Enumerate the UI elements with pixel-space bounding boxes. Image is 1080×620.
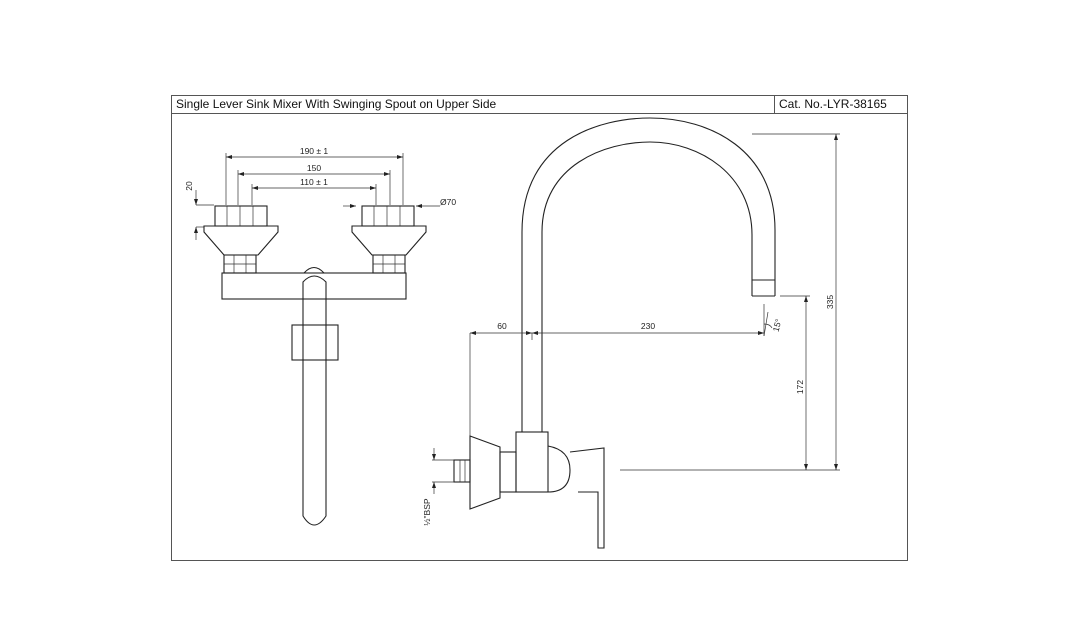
catalog-number: Cat. No.-LYR-38165 xyxy=(774,96,907,113)
dim-230-label: 230 xyxy=(641,321,655,331)
front-view: 190 ± 1 150 110 ± 1 20 xyxy=(184,146,456,526)
hex-nut xyxy=(499,451,517,493)
dim-20: 20 xyxy=(184,181,214,240)
lever-housing xyxy=(291,324,339,361)
dim-bsp: ½"BSP xyxy=(422,448,454,526)
dim-angle-label: 15° xyxy=(771,318,784,333)
valve-body xyxy=(515,431,549,493)
left-inlet-connector xyxy=(203,205,279,274)
dim-angle: 15° xyxy=(763,311,784,337)
bsp-inlet xyxy=(453,459,471,483)
dim-110: 110 ± 1 xyxy=(251,177,377,205)
side-lever xyxy=(569,447,605,549)
dim-172-label: 172 xyxy=(795,380,805,394)
side-view: 60 230 15° 335 xyxy=(422,117,840,549)
dim-190-label: 190 ± 1 xyxy=(300,146,329,156)
dim-bsp-label: ½"BSP xyxy=(422,498,432,525)
drawing-title: Single Lever Sink Mixer With Swinging Sp… xyxy=(176,97,497,111)
cartridge-cap xyxy=(547,445,571,493)
dim-190: 190 ± 1 xyxy=(225,146,404,205)
dim-150: 150 xyxy=(237,163,391,205)
dim-20-label: 20 xyxy=(184,181,194,191)
spout-outer-curve xyxy=(521,117,776,432)
spout-swivel xyxy=(303,266,325,274)
drawing-sheet: Single Lever Sink Mixer With Swinging Sp… xyxy=(171,95,908,561)
dim-150-label: 150 xyxy=(307,163,321,173)
dim-diameter: Ø70 xyxy=(343,197,456,208)
wall-flange xyxy=(469,435,501,510)
spout-front xyxy=(302,275,327,526)
spout-inner-curve xyxy=(541,141,753,432)
mixer-body xyxy=(221,272,407,300)
dim-diameter-label: Ø70 xyxy=(440,197,456,207)
dim-110-label: 110 ± 1 xyxy=(300,177,328,187)
title-block: Single Lever Sink Mixer With Swinging Sp… xyxy=(172,96,907,114)
dim-230: 230 xyxy=(531,304,765,340)
dim-335-label: 335 xyxy=(825,295,835,309)
right-inlet-connector xyxy=(351,205,427,274)
dim-335: 335 xyxy=(620,133,840,471)
dim-60-label: 60 xyxy=(497,321,507,331)
dim-60: 60 xyxy=(469,321,532,436)
dim-172: 172 xyxy=(780,295,810,470)
